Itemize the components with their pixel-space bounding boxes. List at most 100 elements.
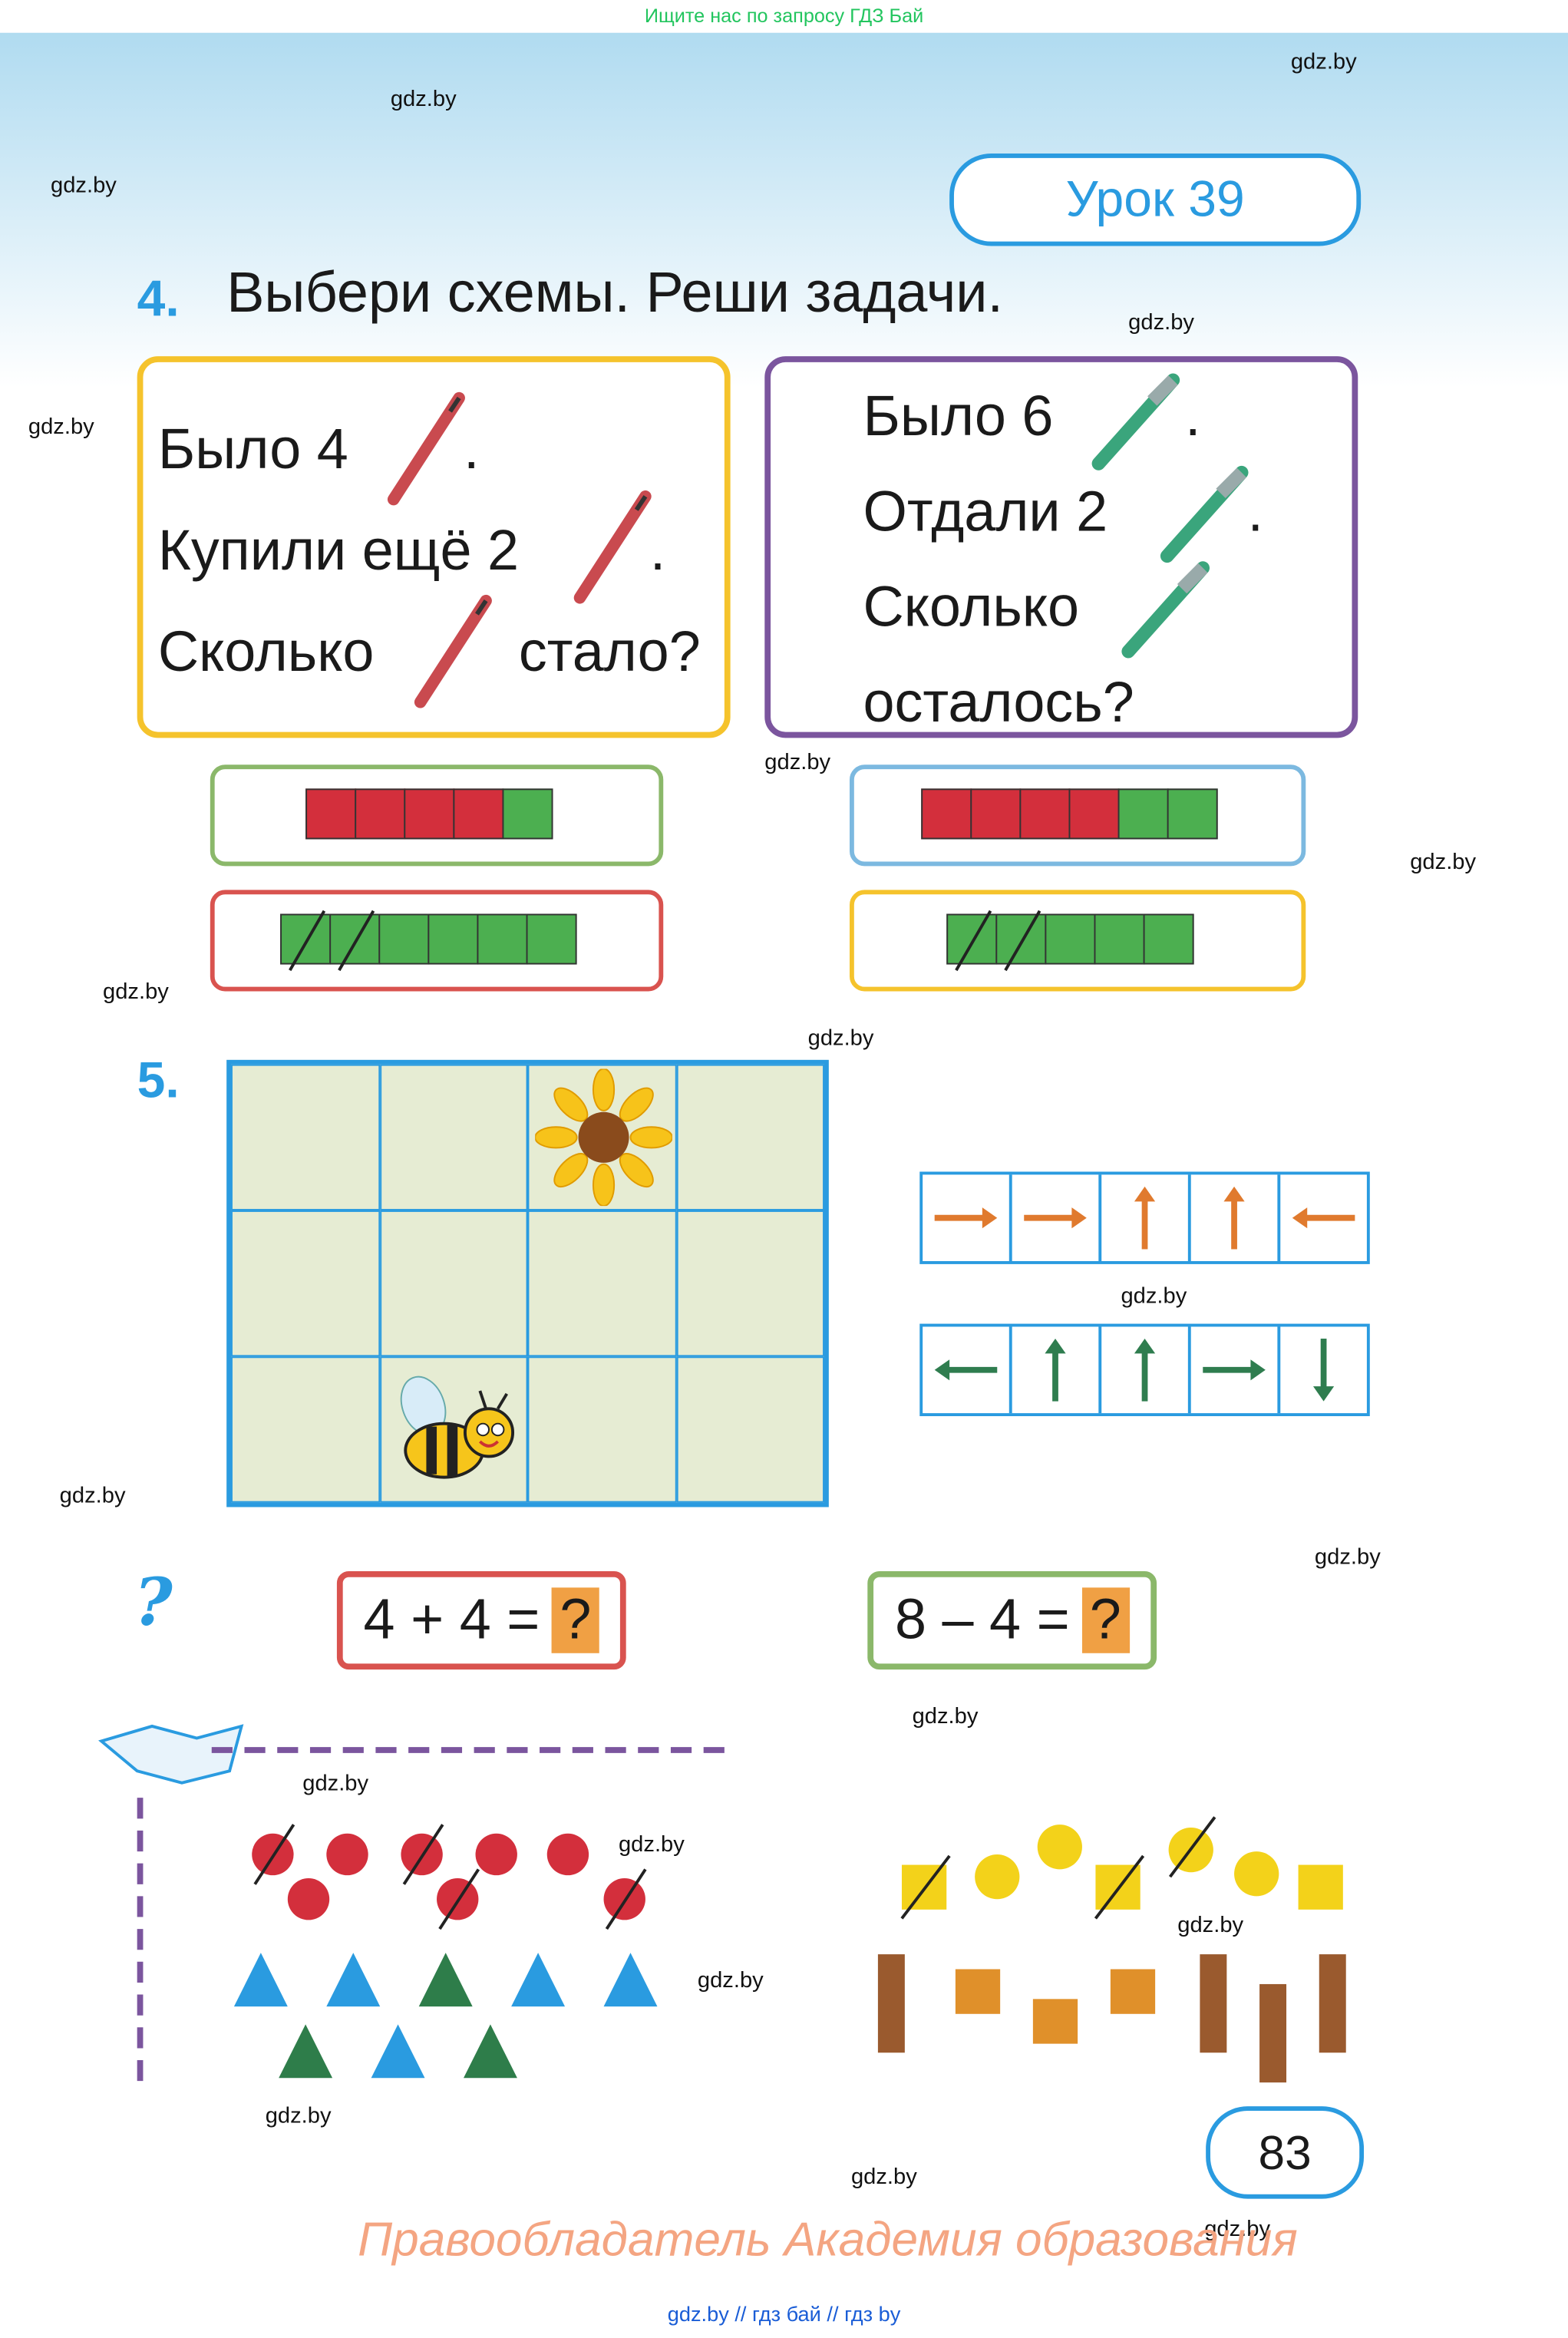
arrow-left-icon — [1280, 1174, 1367, 1261]
shapes-left — [233, 1824, 658, 2079]
scheme-option[interactable] — [210, 890, 664, 992]
arrow-sequence[interactable] — [919, 1171, 1370, 1264]
watermark: gdz.by — [59, 1483, 126, 1509]
watermark: gdz.by — [1410, 849, 1477, 876]
scheme-cell — [946, 913, 998, 965]
watermark: gdz.by — [1314, 1544, 1381, 1570]
arrow-right-icon — [1012, 1174, 1102, 1262]
arrow-sequence[interactable] — [919, 1323, 1370, 1416]
arrow-right-icon — [1191, 1326, 1281, 1414]
watermark: gdz.by — [1177, 1912, 1244, 1938]
scheme-cell — [921, 788, 972, 840]
scheme-option[interactable] — [210, 764, 664, 867]
watermark: gdz.by — [28, 414, 94, 440]
scheme-cell — [995, 913, 1047, 965]
grid-cell[interactable] — [379, 1064, 528, 1210]
grid-cell[interactable] — [231, 1356, 380, 1503]
arrow-up-icon — [1101, 1174, 1191, 1262]
grid-cell[interactable] — [527, 1210, 676, 1357]
sunflower-icon — [535, 1068, 672, 1207]
grid-cell[interactable] — [527, 1356, 676, 1503]
dot: . — [463, 418, 480, 482]
watermark: gdz.by — [764, 749, 831, 775]
watermark: gdz.by — [390, 86, 457, 112]
arrow-left-icon — [923, 1326, 1012, 1414]
task-number: 4. — [137, 271, 180, 329]
scheme-cell — [477, 913, 528, 965]
rights-holder: Правообладатель Академия образования — [358, 2212, 1298, 2266]
scheme-option[interactable] — [849, 890, 1306, 992]
scheme-cell — [329, 913, 381, 965]
pen-icon — [1160, 465, 1249, 563]
scheme-cell — [502, 788, 553, 840]
question-mark-icon: ? — [134, 1565, 173, 1642]
unknown-box[interactable]: ? — [1081, 1587, 1130, 1653]
watermark: gdz.by — [1290, 49, 1357, 75]
page-number: 83 — [1206, 2106, 1365, 2199]
arrow-right-icon — [923, 1174, 1012, 1262]
grid-cell[interactable] — [379, 1356, 528, 1503]
scheme-cell — [404, 788, 455, 840]
problem-line: Отдали 2 — [863, 481, 1108, 544]
pencil-icon — [573, 490, 652, 604]
grid-cell[interactable] — [231, 1210, 380, 1357]
scheme-cell — [355, 788, 406, 840]
pencil-icon — [387, 391, 465, 506]
grid-cell[interactable] — [231, 1064, 380, 1210]
watermark: gdz.by — [850, 2164, 917, 2190]
watermark: gdz.by — [1121, 1283, 1187, 1309]
scheme-option[interactable] — [849, 764, 1306, 867]
arrow-up-icon — [1101, 1326, 1191, 1414]
scheme-cell — [1094, 913, 1145, 965]
dot: . — [1247, 481, 1264, 544]
grid-cell[interactable] — [527, 1064, 676, 1210]
grid-cell[interactable] — [675, 1356, 824, 1503]
task-heading: Выбери схемы. Реши задачи. — [226, 262, 1004, 325]
watermark: gdz.by — [265, 2103, 332, 2129]
equation-card[interactable]: 8 – 4 = ? — [867, 1570, 1157, 1670]
watermark: gdz.by — [103, 979, 169, 1005]
pen-icon — [1121, 561, 1210, 659]
dot: . — [1184, 386, 1201, 449]
problem-line: осталось? — [863, 672, 1134, 735]
scheme-cell — [280, 913, 332, 965]
arrow-up-icon — [1191, 1174, 1281, 1262]
top-banner[interactable]: Ищите нас по запросу ГДЗ Бай — [0, 0, 1568, 33]
scheme-cell — [1167, 788, 1218, 840]
watermark: gdz.by — [807, 1025, 874, 1052]
scheme-cell — [1045, 913, 1096, 965]
problem-line: стало? — [518, 621, 701, 685]
lesson-badge: Урок 39 — [949, 154, 1362, 246]
watermark: gdz.by — [697, 1967, 764, 1993]
book-icon — [98, 1724, 734, 2085]
scheme-cell — [1019, 788, 1071, 840]
equation-card[interactable]: 4 + 4 = ? — [336, 1570, 626, 1670]
watermark: gdz.by — [1128, 309, 1195, 335]
footer-links[interactable]: gdz.by // гдз бай // гдз by — [667, 2301, 901, 2326]
arrow-up-icon — [1012, 1326, 1102, 1414]
problem-line: Сколько — [157, 621, 375, 685]
scheme-cell — [1068, 788, 1120, 840]
unknown-box[interactable]: ? — [551, 1587, 600, 1653]
watermark: gdz.by — [51, 173, 117, 199]
grid-cell[interactable] — [675, 1064, 824, 1210]
problem-line: Купили ещё 2 — [157, 520, 520, 583]
dot: . — [649, 520, 666, 583]
scheme-cell — [453, 788, 504, 840]
problem-box-right: Было 6 . Отдали 2 . Сколько осталось? — [764, 356, 1358, 738]
watermark: gdz.by — [912, 1703, 979, 1729]
arrow-down-icon — [1280, 1326, 1367, 1413]
scheme-cell — [526, 913, 577, 965]
pen-icon — [1091, 373, 1180, 471]
equation-text: 4 + 4 = — [363, 1588, 540, 1651]
grid-cell[interactable] — [675, 1210, 824, 1357]
watermark: gdz.by — [302, 1771, 369, 1797]
scheme-cell — [1117, 788, 1169, 840]
grid-cell[interactable] — [379, 1210, 528, 1357]
problem-line: Сколько — [863, 576, 1079, 640]
scheme-cell — [427, 913, 479, 965]
problem-line: Было 4 — [157, 418, 348, 482]
problem-box-left: Было 4 . Купили ещё 2 . Сколько стало? — [137, 356, 731, 738]
problem-line: Было 6 — [863, 386, 1054, 449]
